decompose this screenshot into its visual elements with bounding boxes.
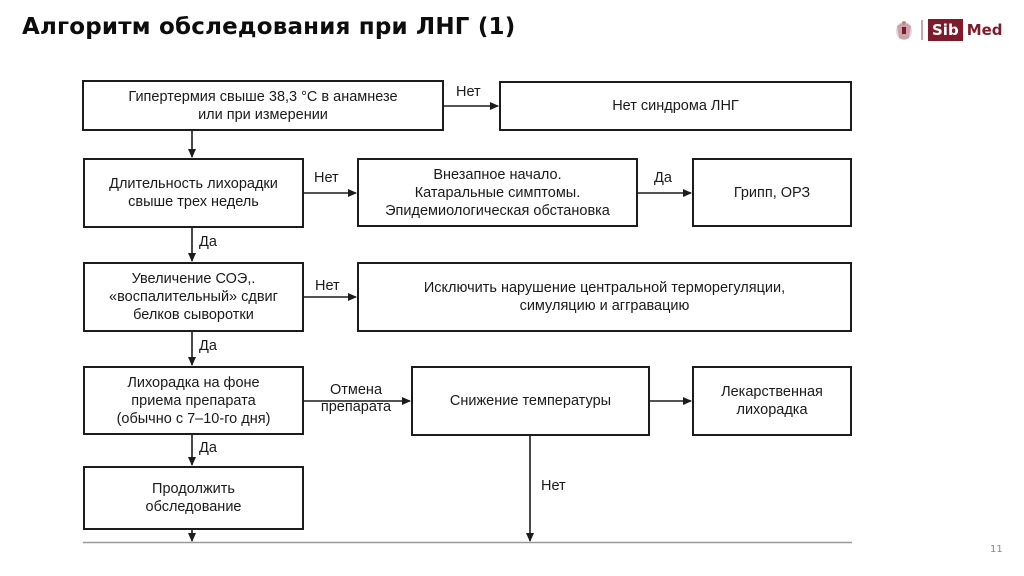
node-exclude-thermoregulation: Исключить нарушение центральной терморег… — [357, 262, 852, 332]
edge-label-yes: Да — [199, 234, 217, 250]
coat-of-arms-icon — [896, 21, 912, 40]
slide-title: Алгоритм обследования при ЛНГ (1) — [22, 14, 516, 40]
node-drug-fever: Лекарственная лихорадка — [692, 366, 852, 436]
node-no-syndrome: Нет синдрома ЛНГ — [499, 81, 852, 131]
logo-sib: Sib — [928, 19, 963, 41]
edge-label-no: Нет — [315, 278, 340, 294]
node-sudden-onset: Внезапное начало. Катаральные симптомы. … — [357, 158, 638, 227]
node-fever-duration: Длительность лихорадки свыше трех недель — [83, 158, 304, 228]
sibmed-logo: Sib Med — [893, 17, 1003, 43]
node-drug-fever-check: Лихорадка на фоне приема препарата (обыч… — [83, 366, 304, 435]
logo-separator — [921, 20, 923, 40]
edge-label-yes: Да — [199, 440, 217, 456]
node-continue-exam: Продолжить обследование — [83, 466, 304, 530]
edge-label-drug-withdrawal: Отмена препарата — [320, 382, 392, 415]
node-esr-increase: Увеличение СОЭ,. «воспалительный» сдвиг … — [83, 262, 304, 332]
edge-label-no: Нет — [314, 170, 339, 186]
node-hyperthermia: Гипертермия свыше 38,3 °С в анамнезе или… — [82, 80, 444, 131]
edge-label-no: Нет — [456, 84, 481, 100]
edge-label-no: Нет — [541, 478, 566, 494]
page-number: 11 — [990, 544, 1003, 555]
logo-med: Med — [966, 21, 1003, 39]
node-temperature-decrease: Снижение температуры — [411, 366, 650, 436]
edge-label-yes: Да — [199, 338, 217, 354]
edge-label-yes: Да — [654, 170, 672, 186]
node-flu-ari: Грипп, ОРЗ — [692, 158, 852, 227]
